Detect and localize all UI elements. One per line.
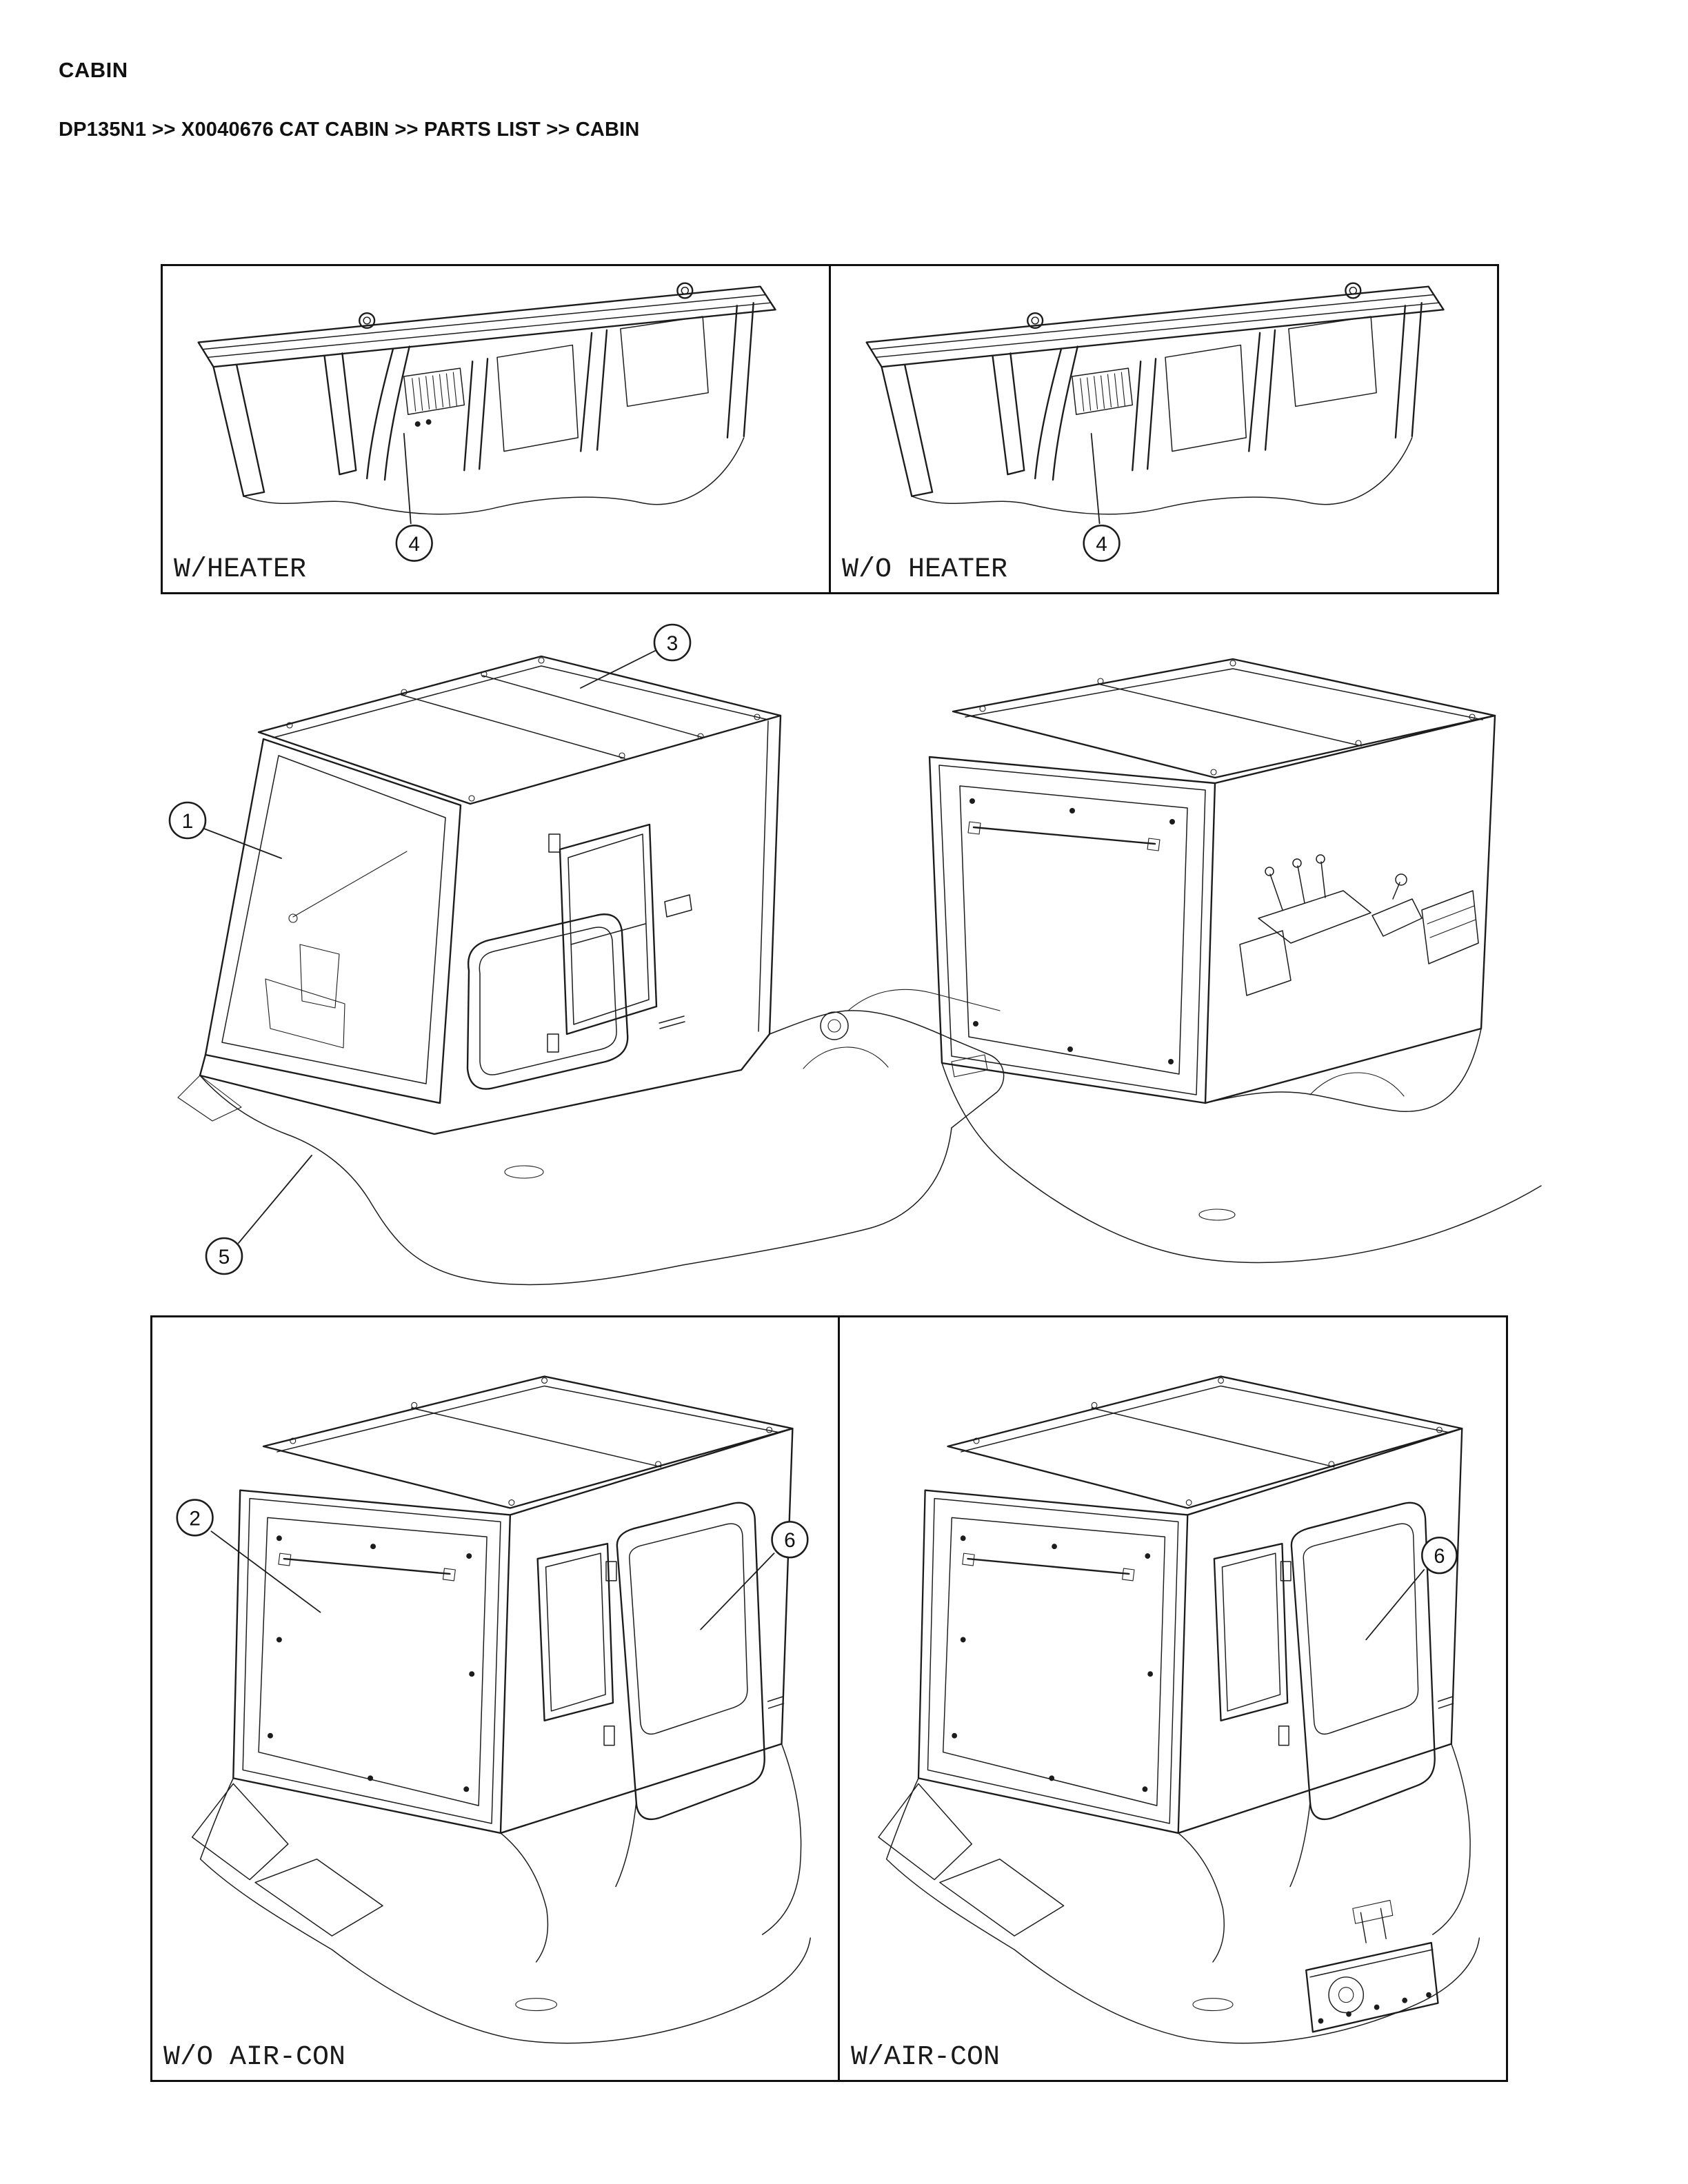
callout-2-number: 2 [189,1507,201,1530]
cabin-without-aircon-drawing: 2 6 [176,1375,811,2044]
aircon-unit [1305,1899,1439,2033]
callout-4-number: 4 [1096,533,1107,556]
panel-without-heater: 4 W/O HEATER [829,264,1499,594]
interior-controls [1239,854,1479,996]
callout-4-balloon[interactable]: 4 [1083,433,1121,562]
panel-label-with-aircon: W/AIR-CON [851,2042,1001,2073]
roof-frame-drawing [865,282,1445,515]
panel-with-aircon: 6 W/AIR-CON [838,1315,1508,2082]
callout-4-number: 4 [408,533,420,556]
callout-3-balloon[interactable]: 3 [580,623,692,689]
rear-panel-bolts [267,1535,475,1792]
cabin-views-drawing: 1 3 5 [168,623,1542,1286]
callout-1-number: 1 [182,810,194,833]
panel-label-with-heater: W/HEATER [174,554,307,585]
roof-frame-drawing [197,282,776,515]
cabin-rear-left-view [878,1375,1480,2044]
page-title: CABIN [59,58,128,82]
callout-6-balloon[interactable]: 6 [1365,1536,1458,1641]
cabin-with-aircon-drawing: 6 [878,1375,1480,2044]
panel-without-aircon: 2 6 W/O AIR-CON [150,1315,840,2082]
cabin-rear-left-view [191,1375,811,2044]
panel-label-without-aircon: W/O AIR-CON [163,2042,346,2073]
callout-2-balloon[interactable]: 2 [176,1499,321,1613]
rear-panel-bolts [952,1535,1154,1792]
callout-6-balloon[interactable]: 6 [700,1521,809,1630]
callout-5-balloon[interactable]: 5 [205,1155,312,1275]
callout-5-number: 5 [219,1246,230,1268]
cabin-rear-right-view [928,658,1542,1264]
rear-panel-bolts [969,798,1175,1064]
roof-frame-without-heater-drawing: 4 [865,282,1445,562]
panel-with-heater: 4 W/HEATER [161,264,831,594]
aircon-panels-row: 2 6 W/O AIR-CON [150,1315,1508,2082]
vent-slats [1080,372,1125,412]
callout-4-balloon[interactable]: 4 [395,433,433,562]
cabin-front-left-view [177,655,1005,1286]
breadcrumb[interactable]: DP135N1 >> X0040676 CAT CABIN >> PARTS L… [59,119,640,141]
callout-3-number: 3 [667,632,679,655]
callout-6-number: 6 [1434,1545,1445,1568]
heater-panels-row: 4 W/HEATER [161,264,1499,594]
callout-6-number: 6 [784,1529,796,1552]
callout-1-balloon[interactable]: 1 [168,801,282,859]
roof-frame-with-heater-drawing: 4 [197,282,776,562]
heater-grille-slats [412,372,457,412]
panel-label-without-heater: W/O HEATER [842,554,1008,585]
